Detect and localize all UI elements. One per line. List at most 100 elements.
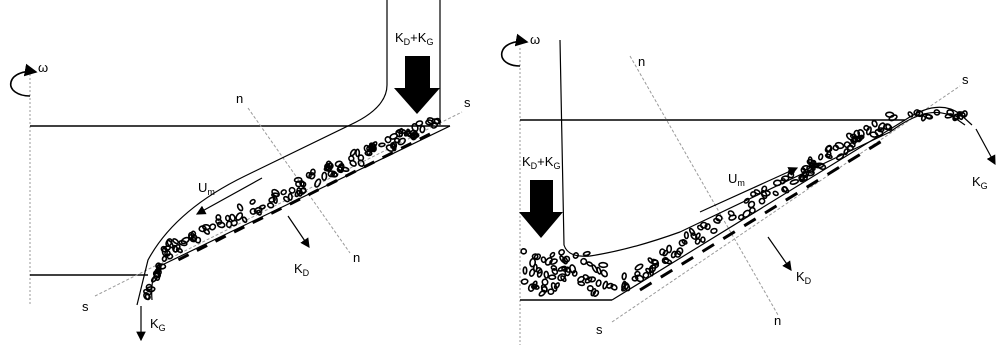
right-surface-wall	[611, 106, 973, 301]
right-n-top-label: n	[638, 54, 645, 69]
particle	[863, 124, 870, 132]
left-s-bottom-label: s	[82, 299, 89, 314]
deposit-dash	[743, 217, 757, 228]
left-feed-tube	[136, 0, 388, 306]
particle	[710, 227, 718, 234]
left-kg-label: KG	[150, 316, 166, 333]
right-particle-bed	[520, 109, 968, 297]
left-panel: ω KD+KG n n s s Um KD KG	[9, 0, 471, 342]
particle	[548, 274, 557, 281]
particle	[586, 284, 594, 292]
particle	[305, 171, 312, 179]
particle	[811, 162, 818, 169]
particle	[253, 206, 263, 214]
particle	[294, 189, 301, 198]
particle	[258, 204, 266, 210]
deposit-dash	[400, 141, 413, 150]
particle	[549, 251, 556, 258]
particle	[409, 132, 416, 140]
deposit-dash	[701, 243, 715, 253]
left-n-top-label: n	[236, 91, 243, 106]
particle	[715, 214, 723, 222]
particle	[145, 286, 156, 293]
particle	[550, 282, 558, 292]
particle	[907, 111, 914, 118]
particle	[391, 141, 398, 150]
right-um-label: Um	[728, 171, 745, 188]
right-kd-label: KD	[796, 269, 812, 286]
particle	[798, 174, 808, 182]
particle	[849, 142, 856, 148]
particle	[271, 188, 280, 198]
deposit-dash	[381, 151, 394, 160]
deposit-dash	[419, 132, 431, 141]
particle	[651, 259, 659, 265]
particle	[299, 187, 307, 196]
particle	[835, 153, 845, 161]
particle	[582, 250, 591, 257]
left-feed-label: KD+KG	[395, 30, 433, 47]
particle	[713, 217, 721, 224]
particle	[178, 239, 188, 247]
particle	[801, 164, 811, 171]
particle	[584, 276, 593, 284]
particle	[787, 171, 795, 179]
left-s-top-label: s	[464, 95, 471, 110]
particle	[172, 238, 180, 245]
particle	[293, 176, 303, 183]
particle	[155, 262, 162, 270]
particle	[357, 159, 365, 168]
particle	[753, 189, 761, 195]
right-kg-arrow-icon	[975, 128, 996, 166]
right-s-axis	[611, 85, 961, 323]
deposit-dash	[639, 281, 653, 292]
particle	[194, 236, 202, 244]
particle	[225, 220, 233, 229]
particle	[592, 289, 600, 297]
particle	[779, 178, 786, 185]
particle	[520, 247, 528, 255]
particle	[543, 270, 550, 279]
particle	[557, 265, 567, 272]
deposit-dash	[196, 244, 208, 252]
deposit-dash	[289, 197, 301, 206]
particle	[591, 264, 598, 274]
particle	[397, 137, 407, 146]
particle	[824, 153, 833, 160]
particle	[529, 257, 537, 268]
particle	[411, 122, 419, 133]
particle	[631, 275, 639, 282]
left-kd-arrow-icon	[287, 215, 310, 248]
particle	[737, 214, 745, 221]
particle	[145, 283, 153, 291]
particle	[395, 129, 404, 138]
particle	[695, 232, 701, 240]
particle	[433, 117, 442, 125]
particle	[540, 256, 547, 264]
particle	[287, 192, 293, 201]
right-n-bottom-label: n	[774, 313, 781, 328]
deposit-dash	[826, 166, 840, 176]
particle	[366, 144, 375, 152]
particle	[327, 170, 336, 178]
particle	[670, 250, 677, 259]
deposit-dash	[363, 160, 375, 169]
particle	[544, 257, 553, 266]
particle	[678, 239, 686, 247]
particle	[610, 283, 618, 291]
particle	[809, 162, 816, 171]
particle	[321, 171, 328, 181]
deposit-dash	[805, 179, 819, 189]
particle	[558, 248, 565, 256]
particle	[606, 282, 614, 289]
deposit-dash	[177, 253, 190, 262]
particle	[761, 190, 771, 197]
particle	[832, 144, 840, 152]
deposit-dash	[326, 179, 338, 187]
particle	[334, 160, 343, 168]
particle	[349, 148, 357, 157]
particle	[216, 221, 226, 229]
left-rotation-arrow-icon	[9, 63, 38, 97]
particle	[296, 187, 303, 197]
